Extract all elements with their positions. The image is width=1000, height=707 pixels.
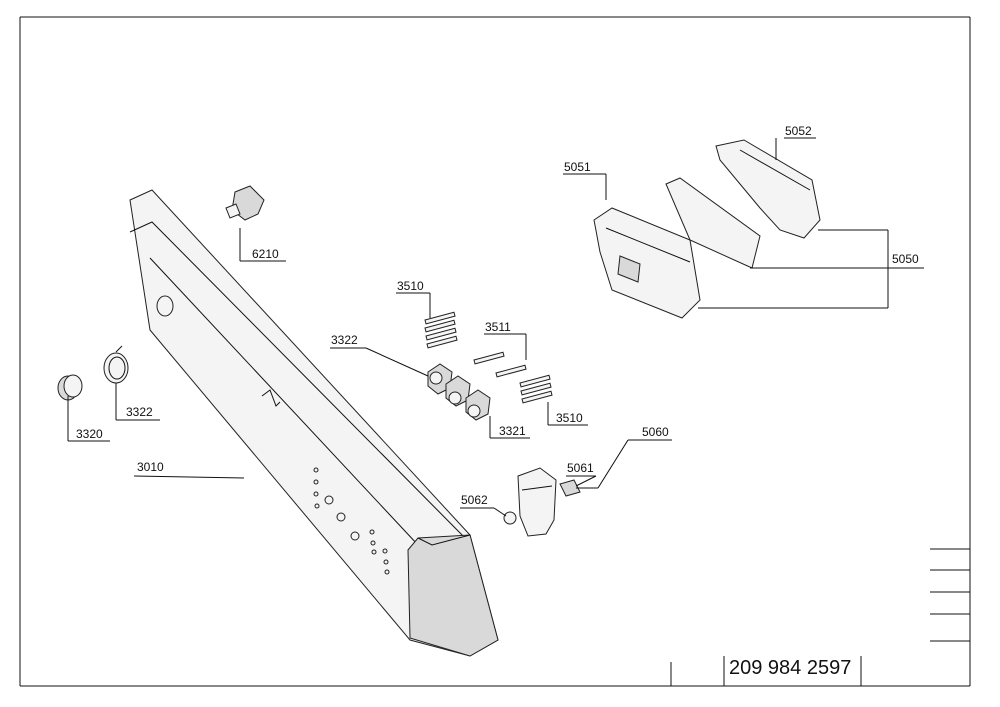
label-3322-ring: 3322 <box>126 405 153 419</box>
label-3321: 3321 <box>499 424 526 438</box>
electronic-module-part <box>593 139 821 319</box>
light-pipes-part <box>424 311 553 404</box>
label-6210: 6210 <box>252 247 279 261</box>
label-5052: 5052 <box>785 124 812 138</box>
knob-part <box>57 374 83 401</box>
control-panel-part <box>129 189 499 657</box>
label-3322-buttons: 3322 <box>331 333 358 347</box>
leader-lines <box>67 137 924 517</box>
drawing-frame <box>19 16 971 687</box>
label-5050: 5050 <box>892 252 919 266</box>
label-3510-lower: 3510 <box>556 411 583 425</box>
switch-block-part <box>503 467 581 537</box>
label-5061: 5061 <box>567 461 594 475</box>
switch-part <box>225 185 265 221</box>
push-buttons-part <box>427 363 491 421</box>
label-3320: 3320 <box>76 427 103 441</box>
label-3010: 3010 <box>137 460 164 474</box>
document-number: 209 984 2597 <box>729 657 851 679</box>
label-5051: 5051 <box>564 160 591 174</box>
label-5062: 5062 <box>461 493 488 507</box>
label-3511: 3511 <box>485 320 511 334</box>
knob-ring-part <box>103 345 129 384</box>
label-3510-upper: 3510 <box>397 279 424 293</box>
label-5060: 5060 <box>642 425 669 439</box>
